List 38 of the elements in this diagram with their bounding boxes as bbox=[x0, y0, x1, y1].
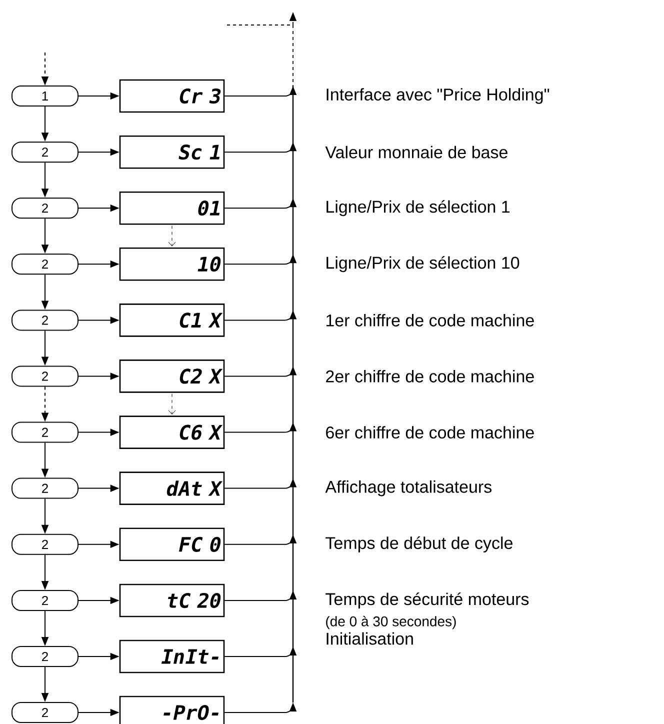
description-text: Valeur monnaie de base bbox=[325, 146, 508, 158]
lcd-display: 01 bbox=[119, 191, 225, 225]
description-text: Ligne/Prix de sélection 1 bbox=[326, 200, 510, 216]
key-button: 2 bbox=[12, 478, 78, 499]
key-button: 2 bbox=[12, 254, 78, 275]
key-button: 2 bbox=[12, 142, 78, 163]
lcd-display: InIt- bbox=[119, 640, 225, 674]
description-text: 2er chiffre de code machine bbox=[326, 370, 534, 382]
lcd-display: FC 0 bbox=[119, 528, 225, 562]
lcd-display: tC 20 bbox=[119, 584, 225, 618]
description-text: Interface avec "Price Holding" bbox=[326, 88, 550, 104]
lcd-display: C6 X bbox=[119, 416, 225, 449]
description-text: (de 0 à 30 secondes) bbox=[326, 616, 456, 630]
lcd-display: Sc 1 bbox=[119, 135, 225, 169]
arrow bbox=[168, 394, 176, 415]
description-text: Initialisation bbox=[326, 632, 413, 645]
lcd-display: Cr 3 bbox=[119, 79, 225, 113]
key-button: 1 bbox=[12, 86, 78, 106]
key-button: 2 bbox=[12, 646, 78, 667]
arrow bbox=[168, 226, 176, 246]
key-button: 2 bbox=[12, 366, 78, 387]
lcd-display: 10 bbox=[119, 247, 225, 281]
key-button: 2 bbox=[12, 590, 78, 611]
key-button: 2 bbox=[12, 702, 78, 723]
description-text: Affichage totalisateurs bbox=[325, 480, 492, 496]
key-button: 2 bbox=[12, 534, 78, 555]
description-text: Ligne/Prix de sélection 10 bbox=[326, 256, 520, 272]
lcd-display: dAt X bbox=[119, 472, 225, 505]
lcd-display: C1 X bbox=[119, 304, 225, 337]
description-text: Temps de début de cycle bbox=[326, 536, 512, 552]
lcd-display: C2 X bbox=[119, 360, 225, 393]
description-text: 6er chiffre de code machine bbox=[326, 426, 534, 439]
description-text: Temps de sécurité moteurs bbox=[326, 592, 529, 609]
lcd-display: -PrO- bbox=[119, 696, 225, 724]
key-button: 2 bbox=[12, 198, 78, 219]
key-button: 2 bbox=[12, 422, 78, 443]
key-button: 2 bbox=[12, 310, 78, 331]
description-text: 1er chiffre de code machine bbox=[326, 314, 534, 326]
